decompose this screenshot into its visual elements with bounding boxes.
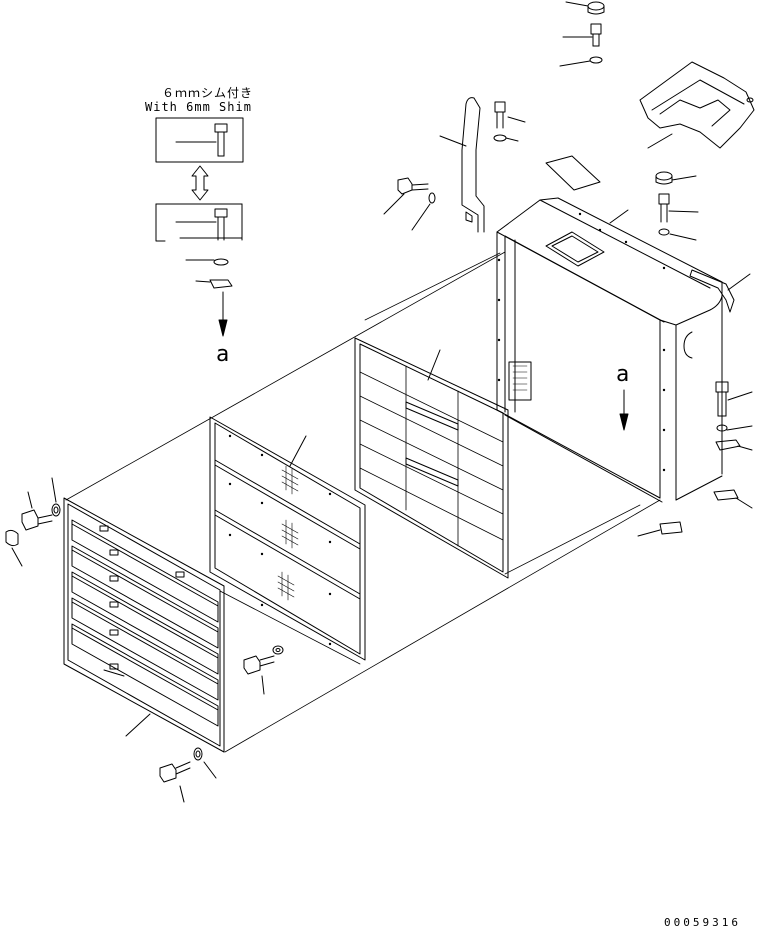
detail-reference-left: a bbox=[216, 342, 230, 367]
middle-mesh-screen bbox=[209, 416, 366, 661]
right-fasteners bbox=[619, 171, 753, 537]
box-frame bbox=[496, 155, 723, 503]
top-cover bbox=[639, 61, 755, 149]
shim-label-japanese: ６ｍｍシム付き bbox=[162, 86, 254, 100]
back-screen-panel bbox=[354, 337, 509, 579]
shim-label-english: With 6mm Shim bbox=[145, 100, 252, 114]
assembly-guide-lines bbox=[65, 251, 661, 753]
left-fasteners bbox=[5, 477, 284, 803]
shim-detail bbox=[155, 117, 244, 337]
drawing-number: 00059316 bbox=[664, 916, 741, 929]
lifting-handle bbox=[439, 97, 485, 233]
top-fasteners bbox=[383, 1, 605, 231]
front-louver-panel bbox=[63, 497, 225, 753]
detail-reference-right: a bbox=[616, 362, 630, 387]
